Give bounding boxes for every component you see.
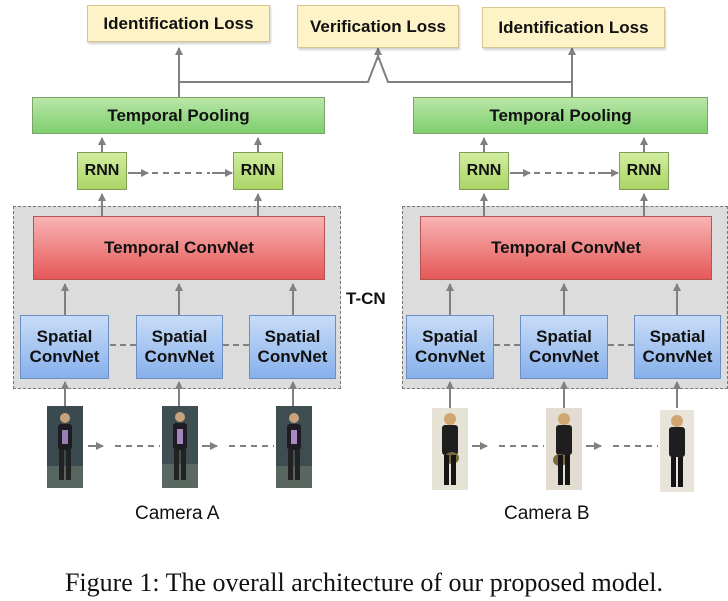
temporal-convnet-b: Temporal ConvNet: [420, 216, 712, 280]
camera-a-label: Camera A: [135, 503, 220, 524]
figure-caption: Figure 1: The overall architecture of ou…: [64, 568, 664, 597]
spatial-convnet-line2: ConvNet: [29, 347, 100, 366]
spatial-convnet-line1: Spatial: [649, 327, 706, 346]
tcn-label: T-CN: [344, 288, 388, 310]
spatial-convnet-b-2: Spatial ConvNet: [520, 315, 608, 379]
pedestrian-frame-b-2: [546, 408, 582, 490]
identification-loss-b: Identification Loss: [482, 7, 665, 48]
identification-loss-a: Identification Loss: [87, 5, 270, 42]
spatial-convnet-line1: Spatial: [536, 327, 592, 346]
spatial-convnet-line1: Spatial: [264, 327, 321, 346]
pedestrian-frame-a-3: [276, 406, 312, 488]
temporal-convnet-a: Temporal ConvNet: [33, 216, 325, 280]
pedestrian-frame-a-1: [47, 406, 83, 488]
temporal-pooling-a: Temporal Pooling: [32, 97, 325, 134]
spatial-convnet-b-3: Spatial ConvNet: [634, 315, 721, 379]
spatial-convnet-line2: ConvNet: [529, 347, 599, 366]
verification-loss: Verification Loss: [297, 5, 459, 48]
spatial-convnet-line1: Spatial: [36, 327, 93, 346]
spatial-convnet-b-1: Spatial ConvNet: [406, 315, 494, 379]
spatial-convnet-line2: ConvNet: [415, 347, 485, 366]
pedestrian-frame-b-1: [432, 408, 468, 490]
camera-b-label: Camera B: [504, 503, 590, 524]
spatial-convnet-line2: ConvNet: [257, 347, 328, 366]
rnn-a-2: RNN: [233, 152, 283, 190]
spatial-convnet-line1: Spatial: [422, 327, 478, 346]
pedestrian-frame-a-2: [162, 406, 198, 488]
spatial-convnet-a-1: Spatial ConvNet: [20, 315, 109, 379]
rnn-a-1: RNN: [77, 152, 127, 190]
spatial-convnet-line1: Spatial: [151, 327, 208, 346]
pedestrian-frame-b-3: [660, 410, 694, 492]
spatial-convnet-line2: ConvNet: [144, 347, 215, 366]
rnn-b-2: RNN: [619, 152, 669, 190]
temporal-pooling-b: Temporal Pooling: [413, 97, 708, 134]
rnn-b-1: RNN: [459, 152, 509, 190]
spatial-convnet-line2: ConvNet: [642, 347, 713, 366]
spatial-convnet-a-2: Spatial ConvNet: [136, 315, 223, 379]
verification-merge-line: [179, 53, 572, 83]
spatial-convnet-a-3: Spatial ConvNet: [249, 315, 336, 379]
